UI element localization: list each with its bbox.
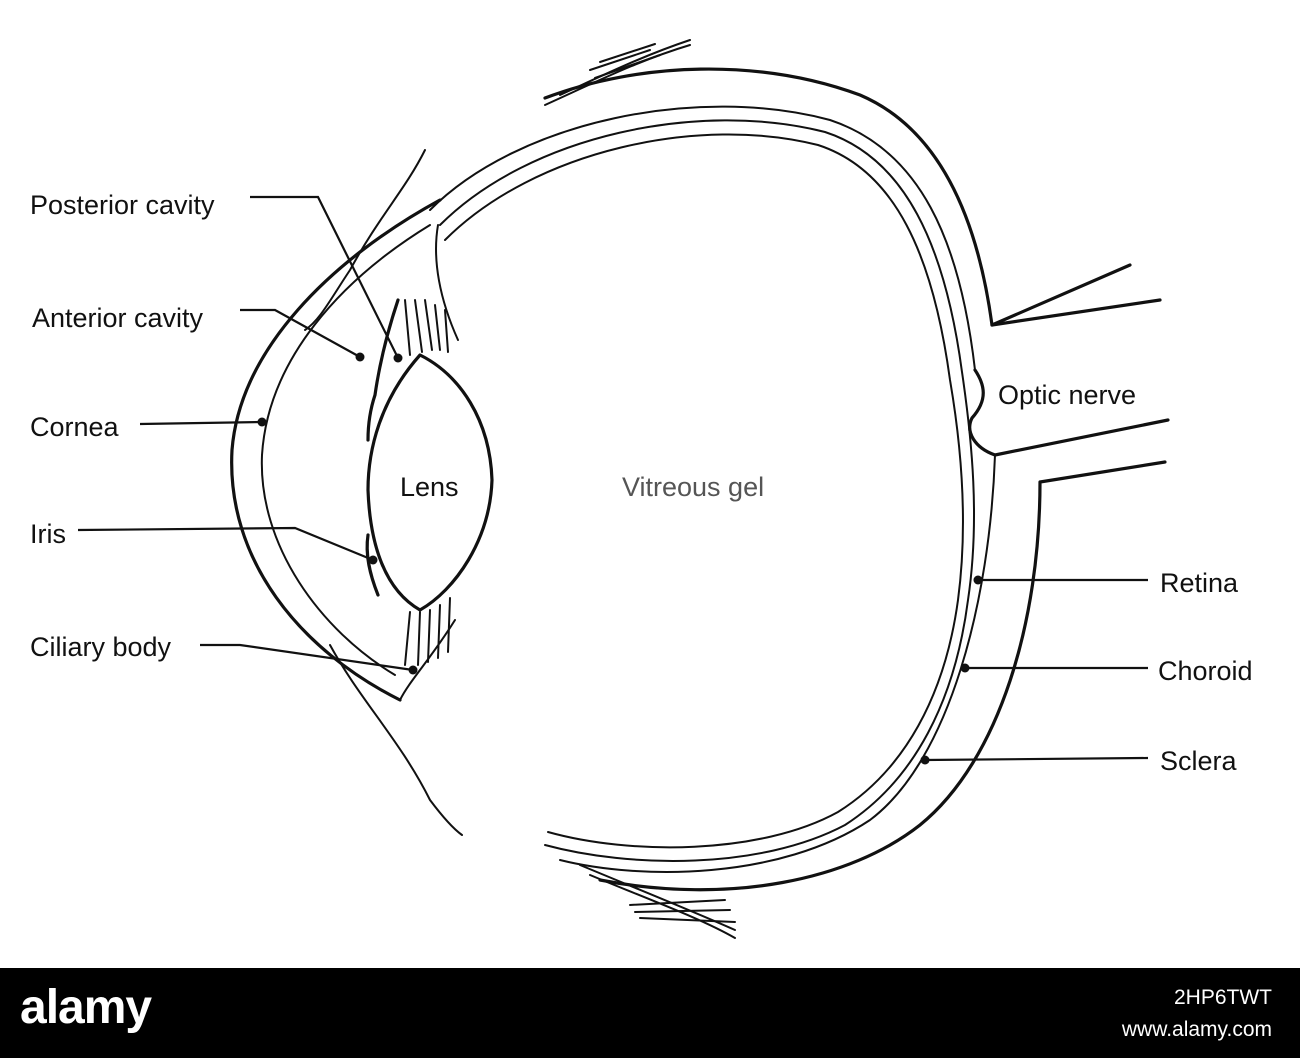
dot-anterior-cavity <box>355 352 365 362</box>
sclera-outline <box>543 67 1132 327</box>
watermark-image-id: 2HP6TWT <box>1173 986 1272 1009</box>
eye-diagram: Posterior cavity Anterior cavity Cornea … <box>30 39 1253 939</box>
label-sclera: Sclera <box>1160 746 1238 776</box>
watermark-meta: 2HP6TWT www.alamy.com <box>1122 986 1272 1042</box>
watermark-url: www.alamy.com <box>1121 1018 1272 1041</box>
label-iris: Iris <box>30 519 66 549</box>
leader-posterior-cavity <box>250 195 399 359</box>
lower-lid <box>329 644 463 836</box>
lens-shape <box>366 353 494 612</box>
leader-ciliary-body <box>200 643 414 672</box>
sclera-inner-lower <box>559 454 996 873</box>
leader-iris <box>77 526 374 562</box>
label-ciliary-body: Ciliary body <box>30 632 172 662</box>
retina-line <box>444 133 965 849</box>
lower-muscle <box>579 864 736 939</box>
dot-ciliary-body <box>408 665 418 675</box>
leader-anterior-cavity <box>240 308 361 358</box>
eye-cross-section: Posterior cavity Anterior cavity Cornea … <box>30 39 1253 939</box>
leader-sclera <box>924 756 1149 762</box>
cornea-outer <box>230 198 442 702</box>
dot-posterior-cavity <box>393 353 403 363</box>
upper-lid <box>304 149 426 331</box>
cornea-inner <box>260 224 431 676</box>
ciliary-body-lower <box>399 597 456 701</box>
label-optic-nerve: Optic nerve <box>998 380 1136 410</box>
upper-muscle <box>544 39 691 106</box>
sclera-lower-outline <box>598 460 1167 892</box>
sclera-inner-line <box>429 105 976 371</box>
ciliary-body-upper <box>404 224 459 356</box>
label-retina: Retina <box>1160 568 1239 598</box>
label-lens: Lens <box>400 472 459 502</box>
leader-cornea <box>139 420 263 426</box>
dot-cornea <box>257 417 267 427</box>
optic-nerve-sheath <box>990 298 1162 327</box>
dot-sclera <box>920 755 930 765</box>
dot-iris <box>368 555 378 565</box>
watermark-logo: alamy <box>20 981 152 1034</box>
iris-lower <box>365 533 380 597</box>
label-vitreous-gel: Vitreous gel <box>622 472 764 502</box>
dot-choroid <box>960 663 970 673</box>
label-choroid: Choroid <box>1158 656 1253 686</box>
iris-upper <box>366 298 400 442</box>
label-posterior-cavity: Posterior cavity <box>30 190 215 220</box>
watermark-bar: alamy 2HP6TWT www.alamy.com <box>0 968 1300 1058</box>
choroid-line <box>439 119 976 862</box>
label-anterior-cavity: Anterior cavity <box>32 303 204 333</box>
label-cornea: Cornea <box>30 412 120 442</box>
dot-retina <box>973 575 983 585</box>
optic-nerve-upper <box>968 368 1170 457</box>
